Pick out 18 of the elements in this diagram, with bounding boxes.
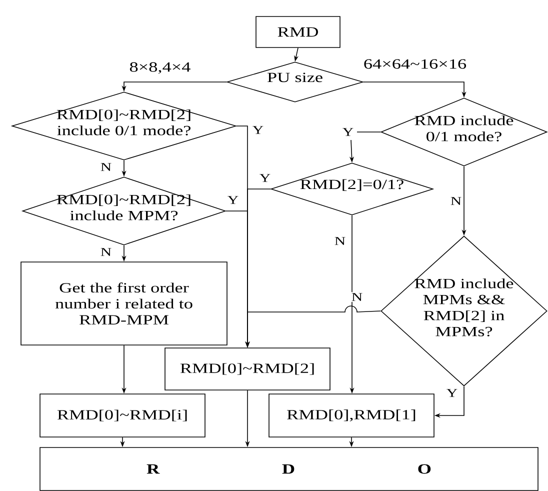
edge-label: Y xyxy=(445,388,459,398)
edge-label: 64×64~16×16 xyxy=(362,58,468,70)
edge-label: N xyxy=(333,236,347,246)
process-box: RMD[0]~RMD[i] xyxy=(40,394,206,438)
edge-label: Y xyxy=(258,173,272,183)
edge-label: Y xyxy=(226,195,240,205)
edge-label: N xyxy=(99,247,113,257)
edge-label: Y xyxy=(251,125,265,135)
output-box: R D O xyxy=(40,447,538,491)
process-box: RMD[0]~RMD[2] xyxy=(164,348,330,390)
process-box: Get the first order number i related to RMD-MPM xyxy=(20,262,228,346)
process-box: RMD[0],RMD[1] xyxy=(268,394,434,438)
edge-label: N xyxy=(99,162,113,172)
edge-label: N xyxy=(350,292,364,302)
edge-label: Y xyxy=(341,127,355,137)
process-box: RMD xyxy=(256,16,340,48)
edge-label: 8×8,4×4 xyxy=(128,61,192,75)
edge-label: N xyxy=(449,196,463,206)
